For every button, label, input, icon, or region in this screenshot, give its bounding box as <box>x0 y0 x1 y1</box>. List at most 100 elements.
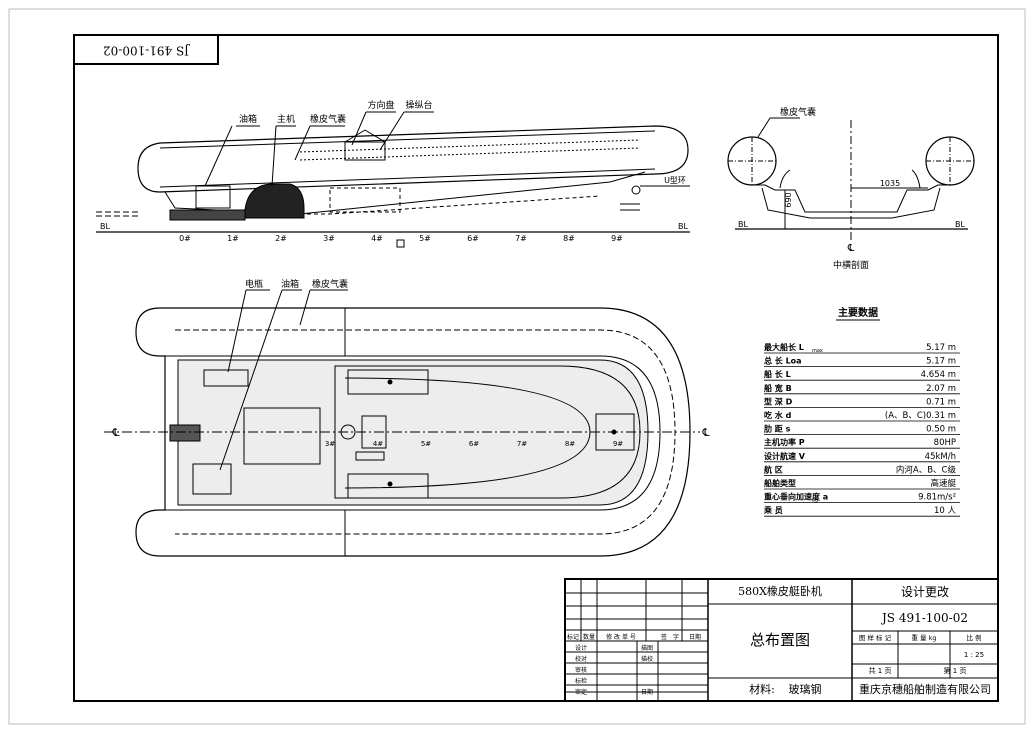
tb-role-right: 描图 <box>641 644 653 652</box>
data-row-value: 9.81m/s² <box>918 493 956 503</box>
frame-marks: 0#1#2#3#4#5#6#7#8#9# <box>179 234 623 243</box>
tb-drawing-number: JS 491-100-02 <box>880 611 968 625</box>
data-row-value: 2.07 m <box>926 384 956 394</box>
label-plan-fuel-tank: 油箱 <box>281 278 299 290</box>
plan-frame-mark: 4# <box>373 440 383 448</box>
data-row-label: 主机功率 P <box>764 437 805 447</box>
tb-mid-header: 重 量 kg <box>911 634 936 642</box>
tb-material-label: 材料: <box>749 682 775 696</box>
data-row-value: 5.17 m <box>926 343 956 353</box>
profile-view <box>96 111 690 233</box>
data-row-label: 船舶类型 <box>764 478 796 488</box>
tb-col-header: 日期 <box>689 633 701 641</box>
data-row-value: 4.654 m <box>921 370 956 380</box>
label-console: 操纵台 <box>405 99 432 111</box>
tb-col-header: 字 <box>673 633 679 641</box>
data-row-value: 10 人 <box>934 506 957 516</box>
tb-company: 重庆京穗船舶制造有限公司 <box>859 682 991 696</box>
drawing-number-stamp: JS 491-100-02 <box>73 34 219 65</box>
label-u-ring: U型环 <box>664 176 686 185</box>
tb-scale: 1 : 25 <box>964 651 984 659</box>
tb-mid-header: 图 样 标 记 <box>859 633 892 642</box>
section-baseline-left: BL <box>738 220 748 229</box>
tb-material: 玻璃钢 <box>789 682 822 696</box>
tb-sheets-total: 共 1 页 <box>869 666 892 675</box>
plan-centerline-right: ℄ <box>701 426 709 439</box>
tb-col-header: 修 改 单 号 <box>606 633 636 641</box>
frame-mark: 6# <box>467 234 479 243</box>
plan-frame-marks: 3#4#5#6#7#8#9# <box>325 440 623 448</box>
data-row-subscript: max <box>812 348 823 354</box>
plan-frame-mark: 8# <box>565 440 575 448</box>
tb-sheet-current: 第 1 页 <box>944 666 967 675</box>
tb-role-right: 日期 <box>641 688 653 696</box>
data-row-label: 设计航速 V <box>764 451 806 461</box>
label-baseline-left: BL <box>100 222 110 231</box>
plan-centerline-left: ℄ <box>111 426 119 439</box>
data-row-label: 总 长 Loa <box>764 356 802 366</box>
plan-frame-mark: 7# <box>517 440 527 448</box>
tb-drawing-name: 总布置图 <box>750 631 810 649</box>
tb-col-header: 标记 <box>567 633 579 641</box>
tb-role: 审核 <box>575 666 587 674</box>
data-row-label: 船 宽 B <box>764 383 792 393</box>
section-centerline: ℄ <box>847 243 855 254</box>
label-plan-inflatable-tube: 橡皮气囊 <box>312 278 348 290</box>
data-row-value: 0.50 m <box>926 425 956 435</box>
tb-mid-header: 比 例 <box>966 633 981 642</box>
plan-labels: 电瓶 油箱 橡皮气囊 ℄ ℄ 3#4#5#6#7#8#9# <box>111 278 709 448</box>
frame-mark: 5# <box>419 234 431 243</box>
section-depth: 690 <box>784 192 793 207</box>
label-baseline-right: BL <box>678 222 688 231</box>
data-row-value: 45kM/h <box>925 452 956 462</box>
data-row-value: (A、B、C)0.31 m <box>885 411 956 421</box>
profile-labels: 油箱 主机 橡皮气囊 方向盘 操纵台 U型环 BL BL 0#1#2#3#4#5… <box>100 99 688 248</box>
data-row-label: 最大船长 L <box>764 342 804 352</box>
sheet-outer-border <box>8 8 1026 725</box>
data-row-label: 船 长 L <box>764 369 791 379</box>
data-row-value: 80HP <box>934 438 956 448</box>
data-row-label: 重心垂向加速度 a <box>764 492 828 502</box>
data-row-label: 吃 水 d <box>764 410 792 420</box>
tb-role: 校对 <box>575 655 587 663</box>
title-block-text: 580X橡皮艇卧机 设计更改 JS 491-100-02 总布置图 材料: 玻璃… <box>567 584 991 696</box>
data-row-value: 内河A、B、C级 <box>896 464 957 475</box>
tb-role-right: 描校 <box>641 655 653 663</box>
title-block <box>564 578 999 702</box>
frame-mark: 2# <box>275 234 287 243</box>
tb-product: 580X橡皮艇卧机 <box>738 584 822 598</box>
section-baseline-right: BL <box>955 220 965 229</box>
data-row-label: 肋 距 s <box>764 424 791 434</box>
section-mark <box>396 239 405 248</box>
plan-frame-mark: 6# <box>469 440 479 448</box>
section-view <box>727 117 975 240</box>
frame-mark: 3# <box>323 234 335 243</box>
label-main-engine: 主机 <box>277 113 295 125</box>
label-battery: 电瓶 <box>245 278 263 290</box>
main-data-table: 主要数据 最大船长 L max 5.17 m 总 长 Loa 5.17 m 船 长 L 4.… <box>763 306 960 517</box>
data-row-value: 0.71 m <box>926 397 956 407</box>
tb-col-header: 数量 <box>583 633 595 641</box>
main-data-title: 主要数据 <box>838 306 878 319</box>
data-row-label: 型 深 D <box>764 396 793 406</box>
tb-role: 标检 <box>575 677 587 685</box>
plan-frame-mark: 3# <box>325 440 335 448</box>
tb-col-header: 签 <box>661 633 667 641</box>
data-row-label: 航 区 <box>764 464 783 474</box>
data-row-label: 乘 员 <box>763 505 783 515</box>
data-row-value: 5.17 m <box>926 357 956 367</box>
tb-design-change: 设计更改 <box>901 585 949 599</box>
plan-view <box>104 289 700 557</box>
frame-mark: 8# <box>563 234 575 243</box>
data-row-value: 高速艇 <box>930 478 956 489</box>
label-steering-wheel: 方向盘 <box>367 99 394 111</box>
frame-mark: 0# <box>179 234 191 243</box>
frame-mark: 7# <box>515 234 527 243</box>
frame-mark: 9# <box>611 234 623 243</box>
section-caption: 中横剖面 <box>833 259 869 271</box>
tb-role: 设计 <box>575 644 587 652</box>
tb-role: 审定 <box>575 688 587 696</box>
section-half-width: 1035 <box>880 179 900 188</box>
frame-mark: 1# <box>227 234 239 243</box>
